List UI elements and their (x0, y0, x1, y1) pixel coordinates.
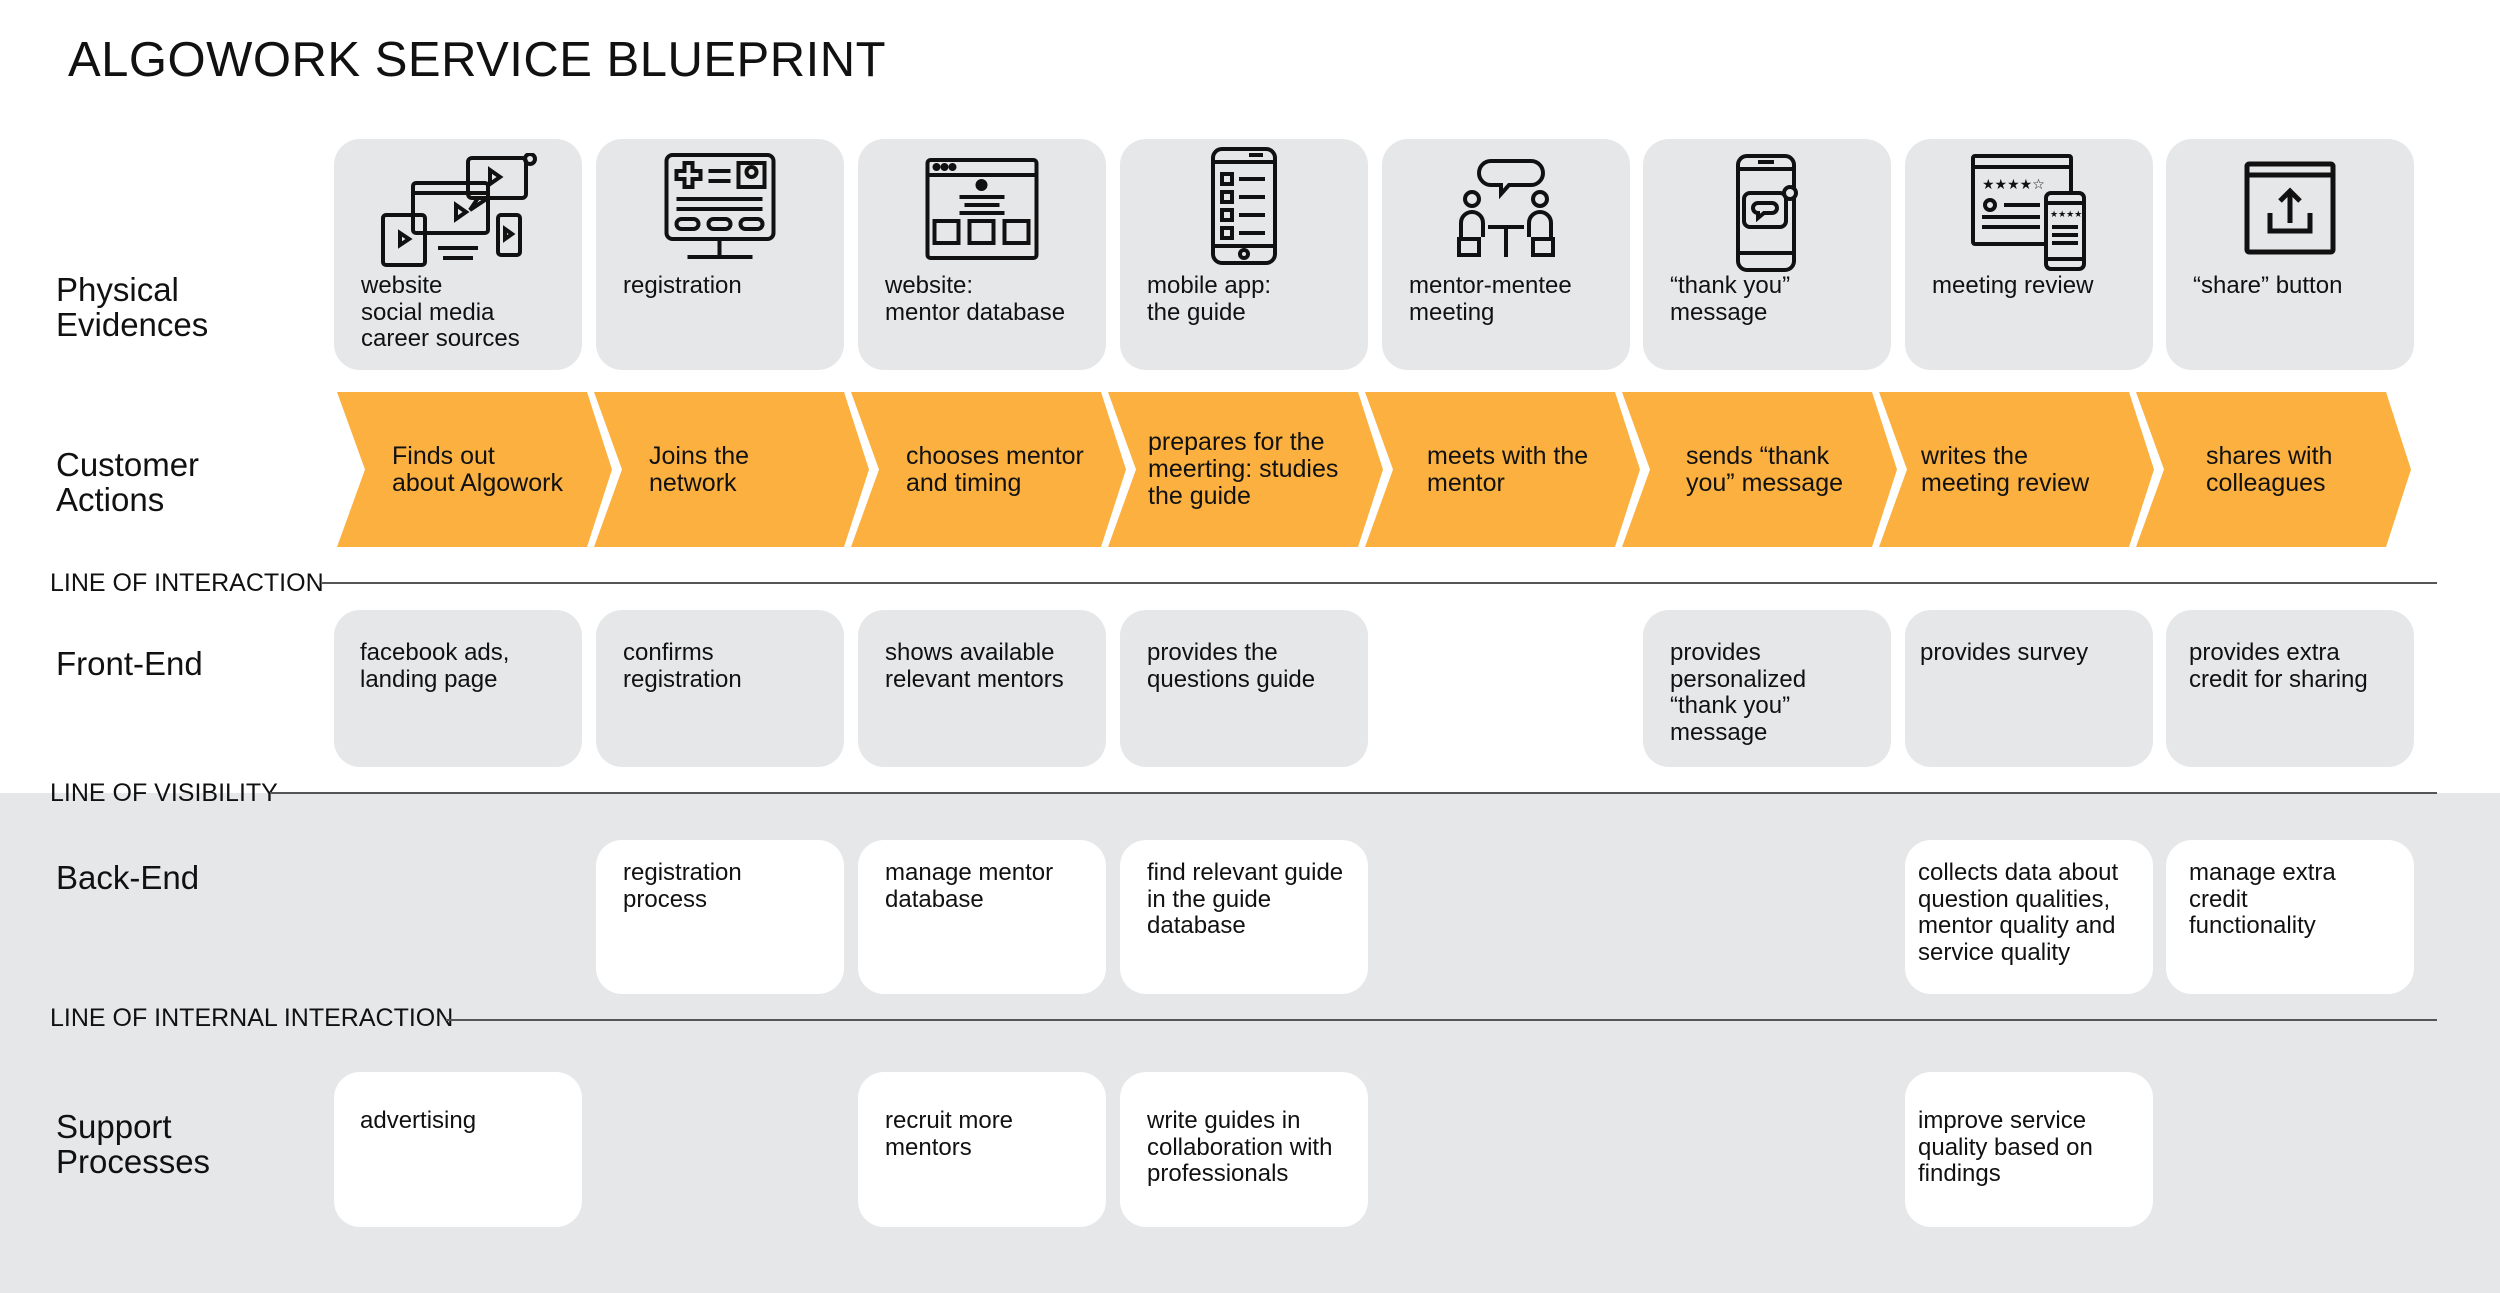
customer-action-text: shares with colleagues (2206, 441, 2333, 497)
evidence-card: website: mentor database (858, 139, 1106, 370)
svg-text:★★★★☆: ★★★★☆ (1982, 177, 2045, 193)
meeting-people-icon (1456, 157, 1556, 261)
back-end-text: collects data about question qualities, … (1918, 859, 2119, 966)
customer-action-text: chooses mentor and timing (906, 441, 1084, 497)
front-end-text: facebook ads, landing page (360, 639, 510, 693)
evidence-card: “thank you” message (1643, 139, 1891, 370)
row-label-support-processes: Support Processes (56, 1108, 211, 1180)
back-end-text: manage mentor database (885, 859, 1054, 913)
customer-action-text: writes the meeting review (1921, 441, 2090, 497)
support-process-card: recruit more mentors (858, 1072, 1106, 1227)
support-process-text: advertising (360, 1107, 477, 1134)
front-end-card: confirms registration (596, 610, 844, 767)
back-end-card: manage extra credit functionality (2166, 840, 2414, 994)
back-end-card: manage mentor database (858, 840, 1106, 994)
evidence-label: website: mentor database (885, 272, 1066, 326)
share-upload-icon (2244, 161, 2336, 255)
page-title: ALGOWORK SERVICE BLUEPRINT (68, 33, 887, 87)
customer-action-text: Joins the network (649, 441, 750, 497)
support-process-card: improve service quality based on finding… (1905, 1072, 2153, 1227)
evidence-label: registration (623, 272, 742, 299)
customer-action-arrow: meets with the mentor (1365, 392, 1640, 547)
evidence-label: mentor-mentee meeting (1409, 272, 1572, 326)
evidence-card: website social media career sources (334, 139, 582, 370)
customer-action-arrow: writes the meeting review (1879, 392, 2154, 547)
support-process-text: write guides in collaboration with profe… (1147, 1107, 1333, 1187)
evidence-card: “share” button (2166, 139, 2414, 370)
phone-message-icon (1734, 153, 1800, 273)
front-end-card: provides personalized “thank you” messag… (1643, 610, 1891, 767)
line-label-visibility: LINE OF VISIBILITY (50, 779, 278, 807)
support-process-text: recruit more mentors (885, 1107, 1014, 1161)
back-end-text: find relevant guide in the guide databas… (1147, 859, 1344, 939)
front-end-card: shows available relevant mentors (858, 610, 1106, 767)
multi-device-media-icon (378, 153, 538, 268)
line-of-visibility (270, 792, 2437, 794)
evidence-card: mentor-mentee meeting (1382, 139, 1630, 370)
evidence-label: “thank you” message (1670, 272, 1791, 326)
evidence-label: mobile app: the guide (1147, 272, 1272, 326)
front-end-card: provides the questions guide (1120, 610, 1368, 767)
row-label-back-end: Back-End (56, 859, 200, 896)
line-of-internal-interaction (446, 1019, 2437, 1021)
line-of-interaction (322, 582, 2437, 584)
support-process-card: write guides in collaboration with profe… (1120, 1072, 1368, 1227)
review-devices-icon: ★★★★☆ ★★★★ (1970, 153, 2088, 273)
back-end-card: collects data about question qualities, … (1905, 840, 2153, 994)
evidence-label: meeting review (1932, 272, 2094, 299)
customer-action-arrow: Joins the network (594, 392, 869, 547)
customer-action-text: sends “thank you” message (1686, 441, 1844, 497)
row-label-front-end: Front-End (56, 645, 203, 682)
customer-action-arrow: chooses mentor and timing (851, 392, 1126, 547)
row-label-customer-actions: Customer Actions (56, 446, 200, 518)
svg-text:★★★★: ★★★★ (2050, 210, 2082, 220)
front-end-text: shows available relevant mentors (885, 639, 1064, 693)
customer-action-text: meets with the mentor (1427, 441, 1589, 497)
line-label-internal-interaction: LINE OF INTERNAL INTERACTION (50, 1004, 454, 1032)
customer-action-text: prepares for the meerting: studies the g… (1148, 428, 1339, 510)
support-process-text: improve service quality based on finding… (1918, 1107, 2093, 1187)
front-end-text: provides extra credit for sharing (2189, 639, 2368, 693)
customer-action-arrow: shares with colleagues (2136, 392, 2411, 547)
evidence-card: ★★★★☆ ★★★★ meeting review (1905, 139, 2153, 370)
evidence-card: registration (596, 139, 844, 370)
back-end-text: registration process (623, 859, 742, 913)
evidence-label: website social media career sources (361, 272, 520, 352)
back-end-text: manage extra credit functionality (2189, 859, 2336, 939)
front-end-text: provides the questions guide (1147, 639, 1316, 693)
customer-action-text: Finds out about Algowork (392, 441, 563, 497)
front-end-text: confirms registration (623, 639, 742, 693)
evidence-card: mobile app: the guide (1120, 139, 1368, 370)
customer-action-arrow: prepares for the meerting: studies the g… (1108, 392, 1383, 547)
row-label-physical-evidences: Physical Evidences (56, 271, 209, 343)
support-process-card: advertising (334, 1072, 582, 1227)
back-end-card: registration process (596, 840, 844, 994)
front-end-text: provides survey (1920, 639, 2089, 666)
front-end-card: provides survey (1905, 610, 2153, 767)
back-end-card: find relevant guide in the guide databas… (1120, 840, 1368, 994)
customer-action-arrow: Finds out about Algowork (337, 392, 612, 547)
line-label-interaction: LINE OF INTERACTION (50, 569, 324, 597)
mobile-checklist-icon (1209, 146, 1279, 266)
front-end-card: facebook ads, landing page (334, 610, 582, 767)
evidence-label: “share” button (2193, 272, 2343, 299)
website-window-icon (925, 157, 1040, 261)
customer-action-arrow: sends “thank you” message (1622, 392, 1897, 547)
front-end-text: provides personalized “thank you” messag… (1670, 639, 1807, 746)
registration-monitor-icon (663, 151, 778, 263)
front-end-card: provides extra credit for sharing (2166, 610, 2414, 767)
